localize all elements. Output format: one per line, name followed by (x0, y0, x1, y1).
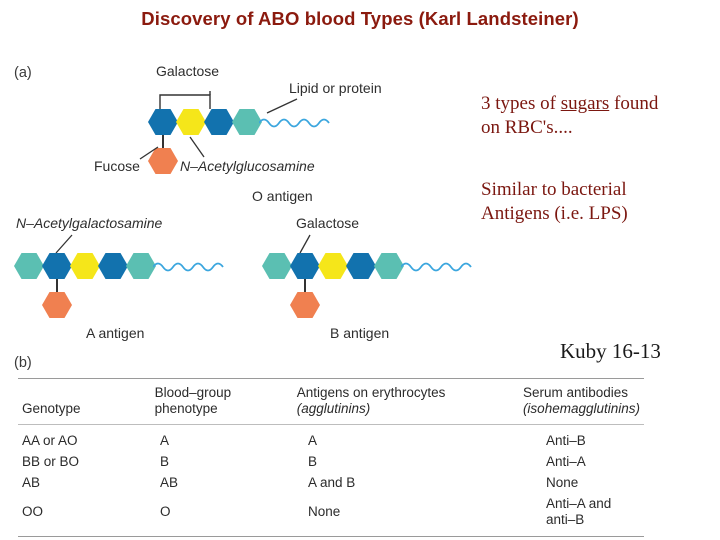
cell-antigens: B (308, 454, 318, 470)
hex-a-3 (98, 253, 128, 279)
label-n-acetylgalactosamine: N–Acetylgalactosamine (16, 215, 163, 231)
cell-phenotype: AB (160, 475, 179, 491)
cell-antigens: None (308, 504, 341, 520)
table-row: AB AB A and B None (18, 473, 644, 494)
hex-a-fucose (42, 292, 72, 318)
hex-galactose-2 (204, 109, 234, 135)
cell-antibodies: Anti–B (546, 433, 586, 449)
note-bacterial-line2: Antigens (i.e. LPS) (481, 203, 628, 225)
label-b-antigen: B antigen (330, 325, 390, 341)
cell-genotype: AA or AO (22, 433, 78, 449)
hex-galactose-1 (148, 109, 178, 135)
panel-a-label: (a) (14, 65, 32, 81)
header-phenotype-line1: Blood–group (154, 385, 232, 400)
table-row: AA or AO A A Anti–B (18, 431, 644, 452)
hex-b-3 (346, 253, 376, 279)
label-galactose-top: Galactose (156, 63, 220, 79)
hex-b-galactose (290, 253, 320, 279)
header-antibodies-line2: (isohemagglutinins) (522, 400, 640, 416)
note-sugars-line2: on RBC's.... (481, 117, 573, 139)
source-credit: Kuby 16-13 (560, 339, 661, 363)
table-top-rule (18, 378, 644, 379)
cell-antibodies: Anti–A and anti–B (546, 496, 612, 528)
panel-b-label: (b) (14, 355, 32, 371)
note-sugars-post: found (609, 93, 659, 114)
cell-genotype: BB or BO (22, 454, 80, 470)
hex-b-2 (318, 253, 348, 279)
galnac-leader (55, 234, 73, 254)
header-phenotype: Blood–group phenotype (151, 379, 293, 424)
header-antibodies-line1: Serum antibodies (522, 385, 628, 400)
cell-phenotype: B (160, 454, 170, 470)
table-header-row: Genotype Blood–group phenotype Antigens … (18, 379, 644, 424)
hex-a-1 (42, 253, 72, 279)
hex-teal-linker (232, 109, 262, 135)
cell-antigens: A (308, 433, 318, 449)
abo-antigen-figure: (a) Galactose Lipid or protein Fucose N–… (8, 55, 474, 525)
fucose-stem (162, 135, 164, 149)
hex-n-acetylglucosamine (176, 109, 206, 135)
label-fucose: Fucose (94, 158, 140, 174)
abo-blood-group-table: Genotype Blood–group phenotype Antigens … (18, 378, 644, 538)
lipid-leader (266, 98, 298, 114)
header-antigens-line2: (agglutinins) (296, 400, 371, 416)
cell-antibodies: None (546, 475, 579, 491)
label-a-antigen: A antigen (86, 325, 145, 341)
table-mid-rule (18, 423, 644, 425)
header-genotype-text: Genotype (22, 400, 81, 416)
table-row: OO O None Anti–A and anti–B (18, 494, 644, 531)
hex-a-4 (126, 253, 156, 279)
fucose-leader (139, 146, 159, 160)
membrane-chain-a (153, 262, 224, 272)
b-fucose-stem (304, 279, 306, 293)
table-row: BB or BO B B Anti–A (18, 452, 644, 473)
label-galactose-b: Galactose (296, 215, 360, 231)
cell-phenotype: A (160, 433, 170, 449)
hex-a-2 (70, 253, 100, 279)
note-sugars-underlined: sugars (560, 93, 610, 114)
membrane-chain-o (259, 118, 330, 128)
galactose-bracket (159, 91, 211, 109)
cell-antibodies: Anti–A (546, 454, 586, 470)
glcnac-leader (189, 136, 205, 158)
note-bacterial: Similar to bacterial Antigens (i.e. LPS) (481, 178, 706, 227)
hex-a-galnac (14, 253, 44, 279)
galactose-b-leader (299, 234, 311, 254)
membrane-chain-b (401, 262, 472, 272)
a-fucose-stem (56, 279, 58, 293)
header-antibodies: Serum antibodies (isohemagglutinins) (519, 379, 644, 424)
note-sugars: 3 types of sugars found on RBC's.... (481, 92, 716, 141)
note-bacterial-line1: Similar to bacterial (481, 179, 627, 200)
note-sugars-pre: 3 types of (481, 93, 561, 114)
cell-phenotype: O (160, 504, 171, 520)
cell-genotype: OO (22, 504, 44, 520)
label-n-acetylglucosamine: N–Acetylglucosamine (180, 158, 315, 174)
cell-antigens: A and B (308, 475, 356, 491)
cell-genotype: AB (22, 475, 41, 491)
header-antigens-line1: Antigens on erythrocytes (296, 385, 446, 400)
hex-b-0 (262, 253, 292, 279)
hex-b-4 (374, 253, 404, 279)
label-lipid-or-protein: Lipid or protein (289, 80, 382, 96)
label-o-antigen: O antigen (252, 188, 313, 204)
page-title: Discovery of ABO blood Types (Karl Lands… (141, 8, 579, 29)
header-antigens: Antigens on erythrocytes (agglutinins) (293, 379, 519, 424)
table-bottom-rule (18, 536, 644, 538)
hex-b-fucose (290, 292, 320, 318)
header-phenotype-line2: phenotype (154, 400, 218, 416)
header-genotype: Genotype (18, 379, 151, 424)
